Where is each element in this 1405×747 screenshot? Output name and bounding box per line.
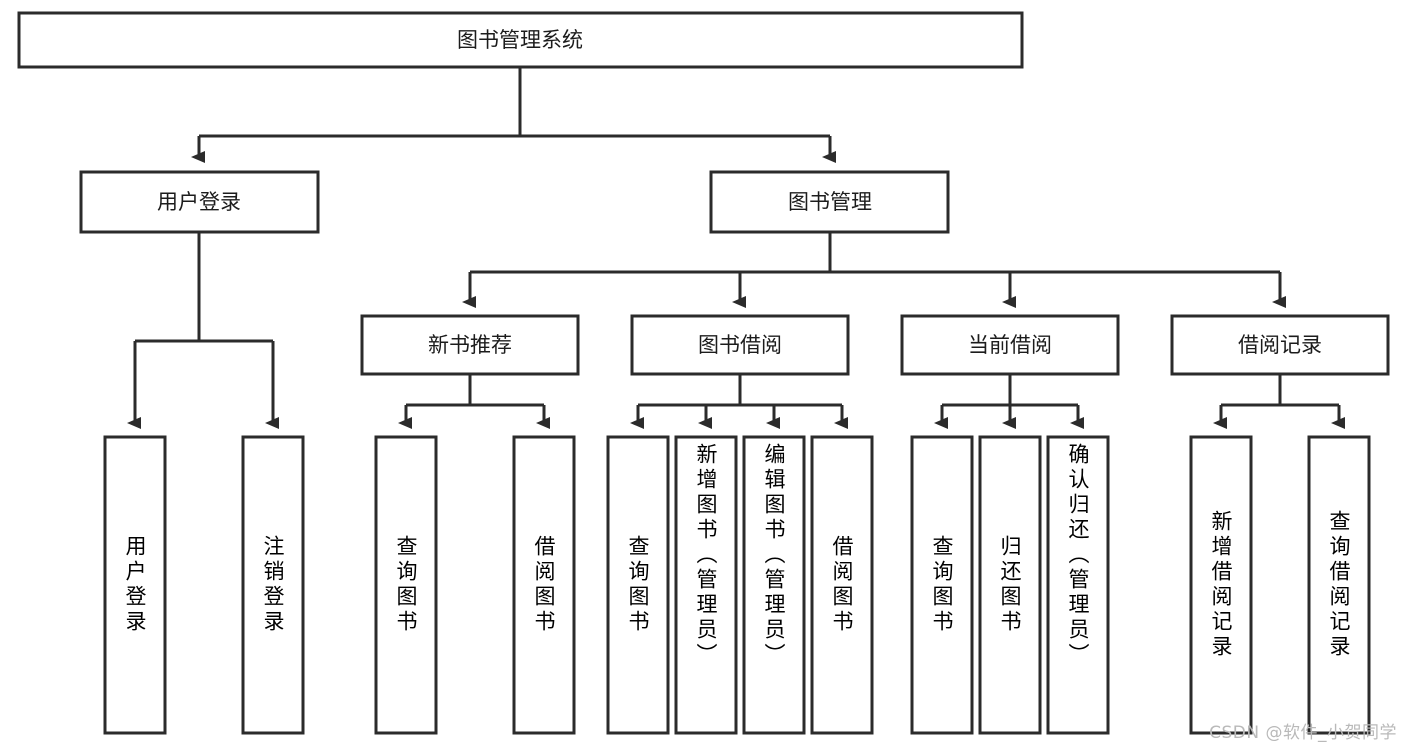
leaf-current-borrow-2[interactable]: 确认归还（管理员） bbox=[1046, 435, 1110, 735]
connector-borrow-record-to-leaves bbox=[1213, 374, 1345, 429]
node-current-borrow-label: 当前借阅 bbox=[968, 333, 1052, 357]
connector-user-login-to-leaves bbox=[127, 232, 279, 429]
connector-current-borrow-to-leaves bbox=[934, 374, 1084, 429]
leaf-current-borrow-1-label: 归还图书 bbox=[998, 535, 1022, 635]
node-book-borrow[interactable]: 图书借阅 bbox=[630, 314, 850, 376]
connector-new-book-to-leaves bbox=[398, 374, 550, 429]
connector-book-manage-to-level3 bbox=[462, 232, 1286, 308]
leaf-book-borrow-1[interactable]: 新增图书（管理员） bbox=[674, 435, 738, 735]
csdn-watermark: CSDN @软件_小贺同学 bbox=[1209, 723, 1397, 743]
leaf-current-borrow-1[interactable]: 归还图书 bbox=[978, 435, 1042, 735]
node-root-system-label: 图书管理系统 bbox=[457, 28, 583, 52]
leaf-borrow-record-0-label: 新增借阅记录 bbox=[1209, 510, 1233, 660]
leaf-current-borrow-2-label: 确认归还（管理员） bbox=[1066, 443, 1090, 668]
leaf-book-borrow-2-label: 编辑图书（管理员） bbox=[762, 443, 786, 668]
leaf-book-borrow-0[interactable]: 查询图书 bbox=[606, 435, 670, 735]
leaf-book-borrow-0-label: 查询图书 bbox=[626, 535, 650, 635]
leaf-new-book-1[interactable]: 借阅图书 bbox=[512, 435, 576, 735]
leaf-user-login-0-label: 用户登录 bbox=[123, 535, 147, 635]
leaf-new-book-0[interactable]: 查询图书 bbox=[374, 435, 438, 735]
node-borrow-record-label: 借阅记录 bbox=[1238, 333, 1322, 357]
node-book-borrow-label: 图书借阅 bbox=[698, 333, 782, 357]
connector-root-to-level2 bbox=[191, 67, 836, 163]
leaf-borrow-record-1-label: 查询借阅记录 bbox=[1327, 510, 1351, 660]
leaf-borrow-record-0[interactable]: 新增借阅记录 bbox=[1189, 435, 1253, 735]
leaf-new-book-1-label: 借阅图书 bbox=[532, 535, 556, 635]
node-book-manage-label: 图书管理 bbox=[788, 190, 872, 214]
node-user-login-label: 用户登录 bbox=[157, 190, 241, 214]
leaf-new-book-0-label: 查询图书 bbox=[394, 535, 418, 635]
connector-book-borrow-to-leaves bbox=[630, 374, 848, 429]
leaf-user-login-1[interactable]: 注销登录 bbox=[241, 435, 305, 735]
leaf-current-borrow-0[interactable]: 查询图书 bbox=[910, 435, 974, 735]
leaf-book-borrow-3-label: 借阅图书 bbox=[830, 535, 854, 635]
node-borrow-record[interactable]: 借阅记录 bbox=[1170, 314, 1390, 376]
node-current-borrow[interactable]: 当前借阅 bbox=[900, 314, 1120, 376]
node-new-book-recommend[interactable]: 新书推荐 bbox=[360, 314, 580, 376]
node-book-manage[interactable]: 图书管理 bbox=[709, 170, 950, 234]
leaf-current-borrow-0-label: 查询图书 bbox=[930, 535, 954, 635]
leaf-borrow-record-1[interactable]: 查询借阅记录 bbox=[1307, 435, 1371, 735]
node-user-login[interactable]: 用户登录 bbox=[79, 170, 320, 234]
leaf-book-borrow-2[interactable]: 编辑图书（管理员） bbox=[742, 435, 806, 735]
leaf-user-login-0[interactable]: 用户登录 bbox=[103, 435, 167, 735]
leaf-book-borrow-1-label: 新增图书（管理员） bbox=[694, 443, 718, 668]
leaf-user-login-1-label: 注销登录 bbox=[261, 535, 285, 635]
leaf-book-borrow-3[interactable]: 借阅图书 bbox=[810, 435, 874, 735]
node-root-system[interactable]: 图书管理系统 bbox=[17, 11, 1024, 69]
node-new-book-recommend-label: 新书推荐 bbox=[428, 333, 512, 357]
